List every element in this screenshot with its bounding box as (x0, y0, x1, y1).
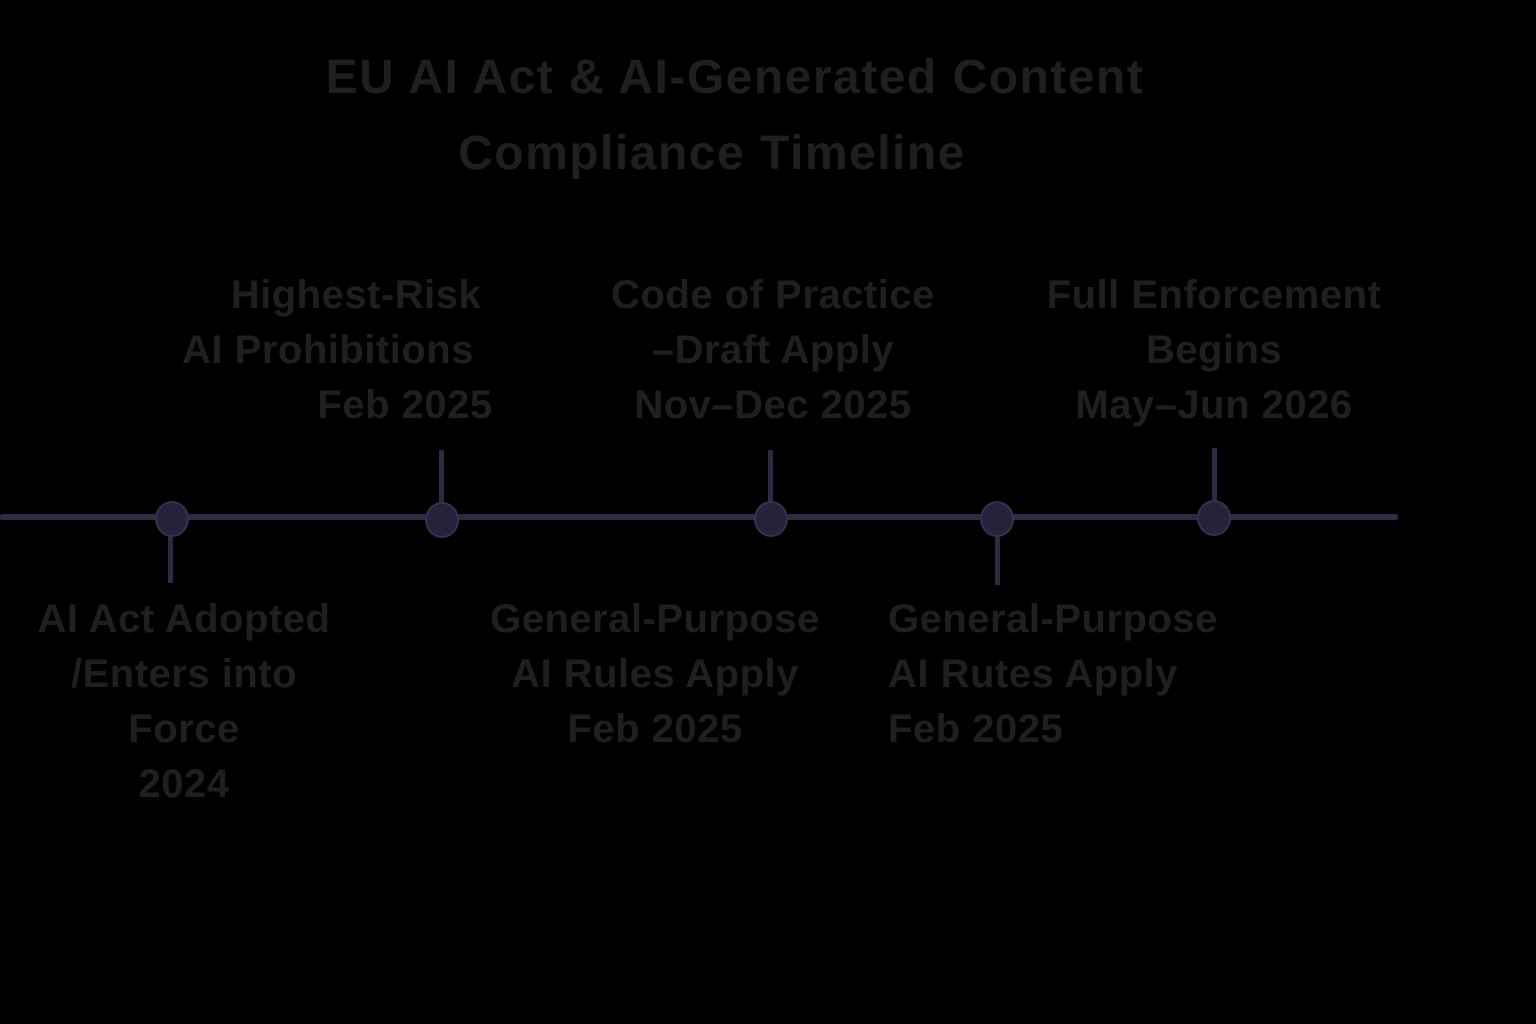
event-label-full-enforcement-begins: Full Enforcement Begins May–Jun 2026 (1024, 268, 1404, 433)
timeline-connector-full-enforcement-begins (1212, 448, 1217, 517)
timeline-node-ai-act-adopted (155, 501, 189, 537)
event-label-general-purpose-ai-rules-apply: General-Purpose AI Rules Apply Feb 2025 (475, 592, 835, 757)
timeline-connector-code-of-practice-draft-apply (768, 450, 773, 517)
event-label-line: Feb 2025 (567, 707, 743, 751)
event-label-line: AI Prohibitions (182, 328, 474, 372)
event-label-line: Highest-Risk (230, 273, 482, 317)
event-label-line: AI Rutes Apply (888, 652, 1178, 696)
timeline-connector-general-purpose-ai-rutes-apply (995, 519, 1000, 585)
event-label-ai-act-adopted: AI Act Adopted /Enters into Force 2024 (4, 592, 364, 812)
event-label-line: 2024 (138, 762, 230, 806)
event-label-line: Feb 2025 (888, 707, 1064, 751)
page-title-line-2: Compliance Timeline (458, 127, 966, 180)
timeline-connector-ai-act-adopted (168, 519, 173, 583)
event-label-code-of-practice-draft-apply: Code of Practice –Draft Apply Nov–Dec 20… (593, 268, 953, 433)
event-label-line: Force (128, 707, 240, 751)
event-label-line: Code of Practice (611, 273, 935, 317)
event-label-highest-risk-ai-prohibitions: Highest-Risk AI Prohibitions Feb 2025 (156, 268, 556, 433)
event-label-line: General-Purpose (888, 597, 1218, 641)
event-label-line: AI Act Adopted (37, 597, 331, 641)
timeline-axis (0, 514, 1398, 520)
event-label-line: /Enters into (70, 652, 298, 696)
event-label-line: May–Jun 2026 (1075, 383, 1353, 427)
timeline-node-full-enforcement-begins (1197, 500, 1231, 536)
timeline-node-highest-risk-ai-prohibitions (425, 502, 459, 538)
timeline-node-general-purpose-ai-rutes-apply (980, 501, 1014, 537)
event-label-general-purpose-ai-rutes-apply: General-Purpose AI Rutes Apply Feb 2025 (888, 592, 1288, 757)
event-label-line: Full Enforcement (1046, 273, 1382, 317)
page-title: EU AI Act & AI-Generated Content Complia… (122, 40, 1322, 192)
event-label-line: Feb 2025 (317, 383, 493, 427)
page-title-line-1: EU AI Act & AI-Generated Content (325, 51, 1145, 104)
event-label-line: General-Purpose (490, 597, 820, 641)
timeline-connector-highest-risk-ai-prohibitions (439, 450, 444, 517)
event-label-line: Nov–Dec 2025 (634, 383, 912, 427)
event-label-line: Begins (1145, 328, 1283, 372)
event-label-line: AI Rules Apply (511, 652, 799, 696)
event-label-line: –Draft Apply (651, 328, 895, 372)
timeline-node-code-of-practice-draft-apply (754, 501, 788, 537)
